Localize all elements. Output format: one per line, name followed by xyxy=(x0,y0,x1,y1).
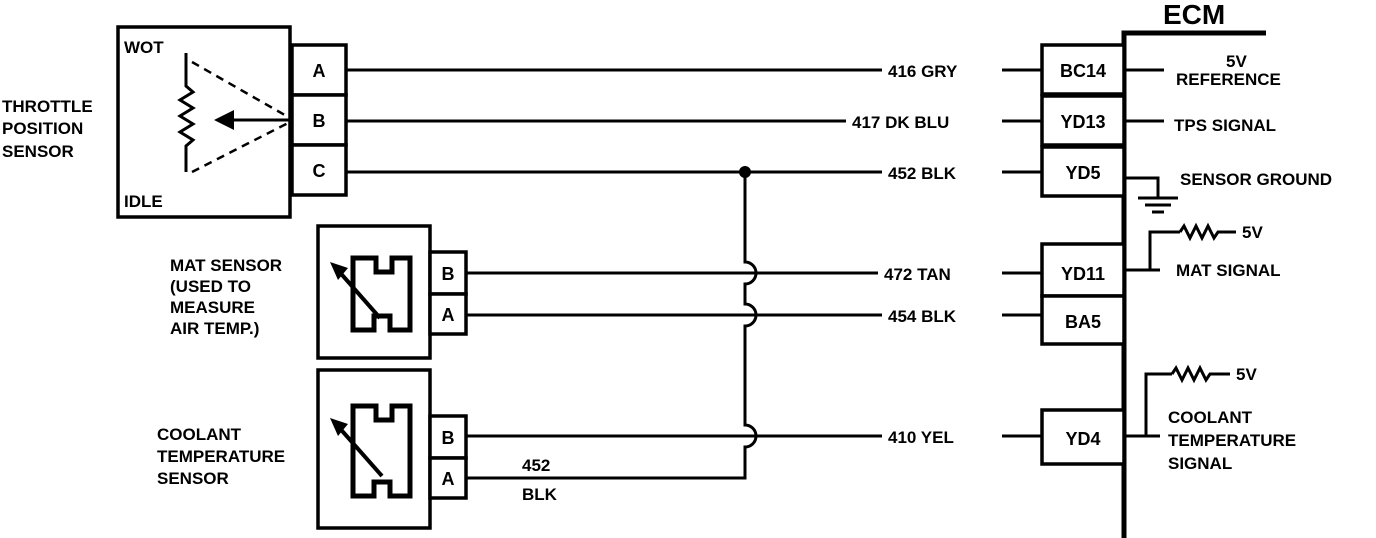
wire-417-label: 417 DK BLU xyxy=(852,113,949,132)
coolant-pin-a xyxy=(428,456,468,500)
ecm-coolant-pullup-lead xyxy=(1144,372,1172,436)
wire-410-label: 410 YEL xyxy=(888,428,954,447)
tps-wot-label: WOT xyxy=(124,38,164,57)
ecm-pin-ba5 xyxy=(1040,294,1126,346)
ecm-ref-label-line2: REFERENCE xyxy=(1176,70,1281,89)
coolant-label-line3: SENSOR xyxy=(157,469,229,488)
wire-452-coolant xyxy=(466,462,747,480)
ecm-mat-signal-label: MAT SIGNAL xyxy=(1176,261,1281,280)
tps-label-line3: SENSOR xyxy=(2,142,74,161)
mat-pullup-resistor xyxy=(1178,222,1236,242)
ecm-coolant-5v-label: 5V xyxy=(1236,365,1257,384)
ground-symbol xyxy=(1138,196,1178,214)
ecm-pin-ba5-label: BA5 xyxy=(1065,312,1101,332)
ecm-pin-yd11-label: YD11 xyxy=(1061,264,1105,284)
coolant-label-line2: TEMPERATURE xyxy=(157,447,285,466)
tps-idle-label: IDLE xyxy=(124,192,163,211)
ecm-pin-bc14-label: BC14 xyxy=(1060,61,1106,81)
tps-pin-b-label: B xyxy=(313,111,326,131)
tps-potentiometer xyxy=(177,53,291,174)
ecm-pin-yd4 xyxy=(1040,408,1126,466)
coolant-pin-b xyxy=(428,414,468,460)
ecm-mat-5v-label: 5V xyxy=(1242,223,1263,242)
coolant-pin-b-label: B xyxy=(442,428,455,448)
ecm-title: ECM xyxy=(1163,0,1225,30)
mat-thermistor-symbol xyxy=(330,255,413,333)
tps-label-line2: POSITION xyxy=(2,119,83,138)
wire-452-splice xyxy=(743,172,758,462)
ecm-tps-signal-label: TPS SIGNAL xyxy=(1174,116,1276,135)
mat-label-line1: MAT SENSOR xyxy=(170,256,282,275)
ecm-mat-pullup-lead xyxy=(1148,230,1180,270)
mat-label-line4: AIR TEMP.) xyxy=(170,319,259,338)
wire-416-label: 416 GRY xyxy=(888,62,958,81)
wire-452-coolant-label-line2: BLK xyxy=(522,485,558,504)
coolant-pullup-resistor xyxy=(1170,364,1230,384)
mat-label-line3: MEASURE xyxy=(170,298,255,317)
tps-pin-a-label: A xyxy=(313,61,326,81)
mat-pin-a-label: A xyxy=(442,305,455,325)
ecm-coolant-label-line1: COOLANT xyxy=(1168,408,1253,427)
ecm-outline xyxy=(1121,30,1266,538)
tps-label-line1: THROTTLE xyxy=(2,97,93,116)
coolant-thermistor-symbol xyxy=(330,403,413,499)
mat-label-line2: (USED TO xyxy=(170,277,251,296)
ecm-coolant-label-line3: SIGNAL xyxy=(1168,454,1232,473)
wire-454-label: 454 BLK xyxy=(888,307,957,326)
ecm-pin-yd13 xyxy=(1040,94,1126,147)
ecm-pin-yd13-label: YD13 xyxy=(1060,112,1105,132)
tps-pin-c xyxy=(290,143,348,197)
ecm-coolant-label-line2: TEMPERATURE xyxy=(1168,431,1296,450)
wire-452-label: 452 BLK xyxy=(888,164,957,183)
ecm-ground-label: SENSOR GROUND xyxy=(1180,170,1332,189)
wire-472-label: 472 TAN xyxy=(884,265,951,284)
mat-pin-b-label: B xyxy=(442,264,455,284)
mat-sensor-body xyxy=(316,224,432,360)
coolant-pin-a-label: A xyxy=(442,469,455,489)
ecm-pin-yd4-label: YD4 xyxy=(1065,429,1100,449)
ecm-pin-yd5 xyxy=(1040,145,1126,198)
wire-452-coolant-label-line1: 452 xyxy=(522,456,550,475)
ecm-pin-bc14 xyxy=(1040,43,1126,96)
tps-body xyxy=(116,25,292,219)
ecm-ground-line xyxy=(1124,176,1160,198)
coolant-label-line1: COOLANT xyxy=(157,425,242,444)
ecm-ref-label-line1: 5V xyxy=(1226,52,1247,71)
splice-junction xyxy=(739,166,751,178)
coolant-sensor-body xyxy=(316,368,432,530)
ecm-pin-yd5-label: YD5 xyxy=(1065,163,1100,183)
tps-pin-c-label: C xyxy=(313,161,326,181)
